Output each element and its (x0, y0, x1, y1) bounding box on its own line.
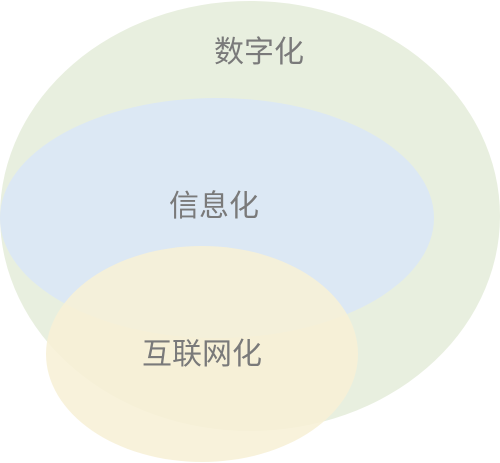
set-internetization-label: 互联网化 (142, 337, 262, 372)
set-internetization-ellipse (46, 246, 358, 462)
set-informatization-label: 信息化 (169, 189, 259, 224)
set-digitalization-label: 数字化 (214, 35, 304, 70)
